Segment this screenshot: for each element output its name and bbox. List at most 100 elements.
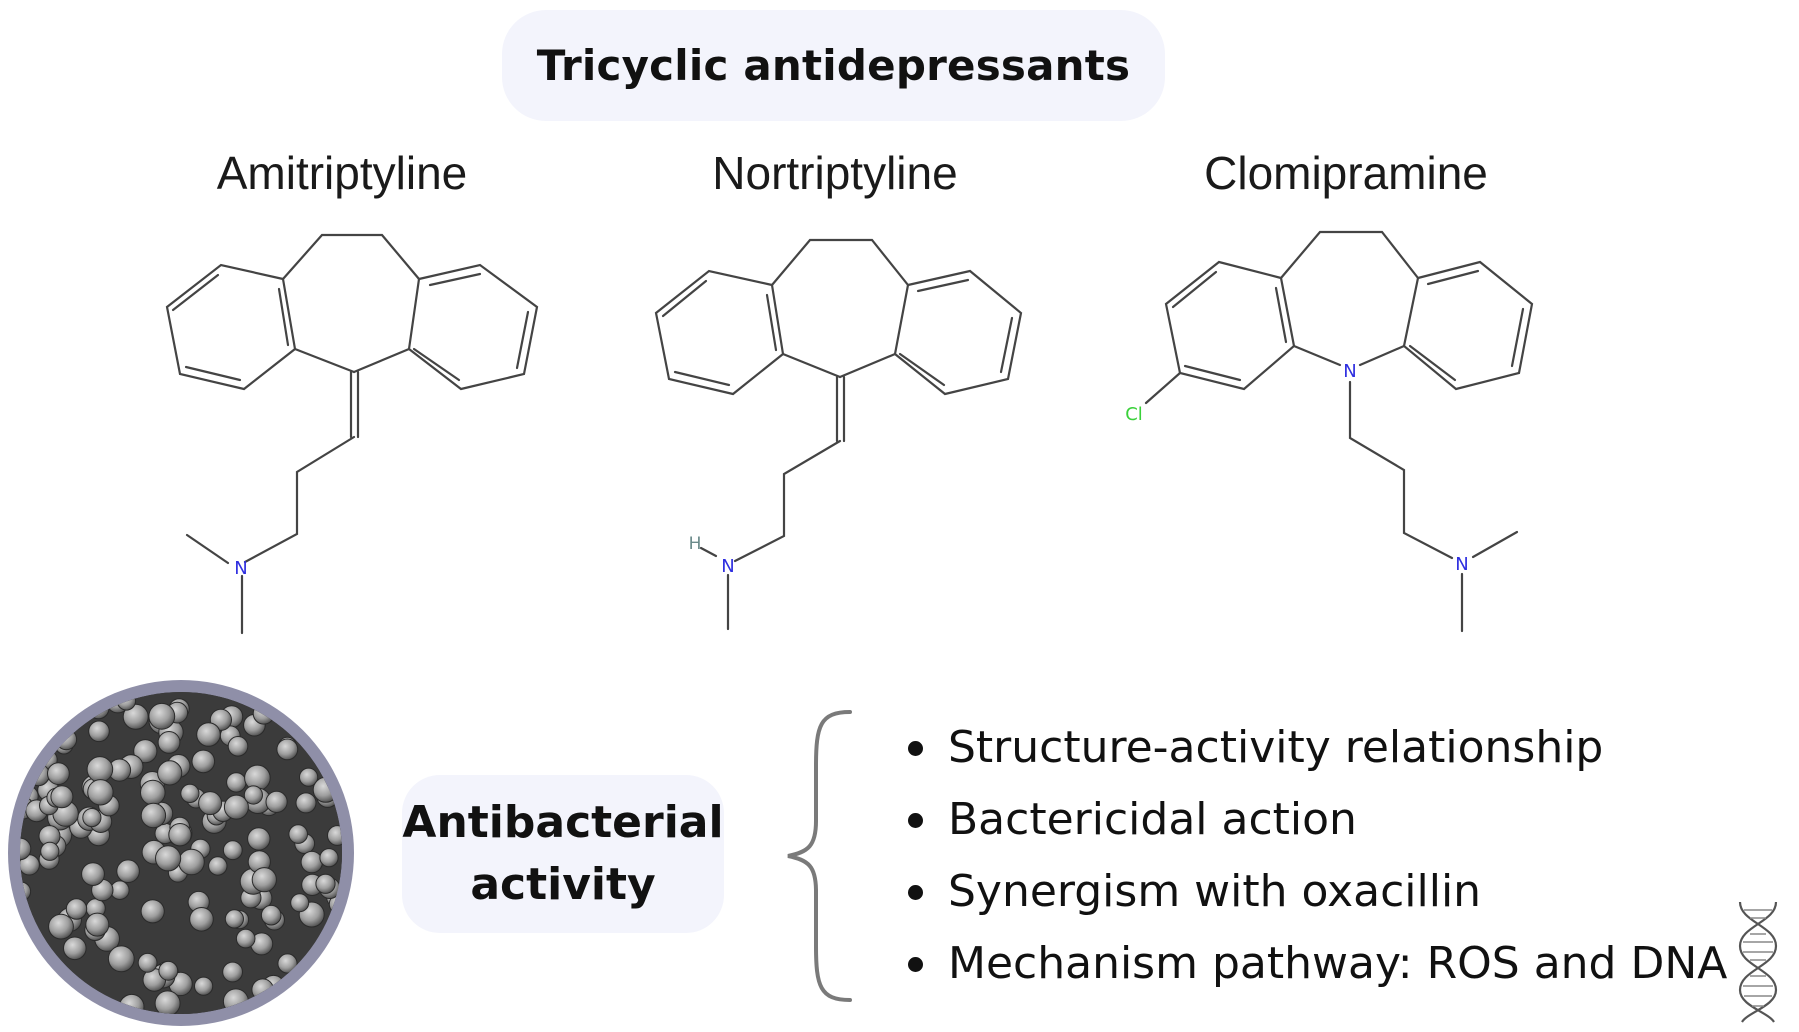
list-item-text: Bactericidal action [948,794,1357,845]
bacterium-cell [59,976,84,1001]
list-item: Mechanism pathway: ROS and DNA [902,928,1727,1000]
bacterium-cell [260,904,282,926]
molecule-name-nortriptyline: Nortriptyline [712,147,958,199]
bacterium-cell [81,862,105,887]
bacterium-cell [198,791,223,816]
bacterium-cell [315,692,337,704]
bacterium-cell [290,893,310,913]
activity-label-line2: activity [470,859,656,910]
bacterium-cell [243,785,263,805]
bacterium-cell [140,779,166,806]
bullet-icon [908,885,923,900]
bacterium-cell [33,963,58,987]
bullet-icon [908,957,923,972]
bacterium-cell [20,933,37,957]
bacterium-cell [140,899,165,924]
bacteria-cells [20,692,342,1014]
bacterium-cell [86,756,114,783]
bacterium-cell [315,873,336,894]
bacterium-cell [222,988,249,1014]
bacterium-cell [180,783,200,804]
list-item: Synergism with oxacillin [902,856,1727,928]
bacterium-cell [154,990,181,1014]
bacterium-cell [22,981,50,1008]
atom-n-nortriptyline: N [721,556,734,577]
bacterium-cell [295,792,317,814]
bacterium-cell [208,856,228,876]
activity-pill: Antibacterial activity [402,775,724,933]
bacterium-cell [35,979,57,1001]
bacteria-micrograph-image [20,692,342,1014]
bacterium-cell [107,945,135,973]
bacterium-cell [140,802,167,829]
bacterium-cell [252,702,275,725]
bacterium-cell [321,969,342,991]
bacterium-cell [327,825,342,846]
bacterium-cell [294,986,317,1009]
bacterium-cell [265,790,288,814]
bacterium-cell [178,848,205,876]
bacterium-cell [222,961,244,983]
bacterium-cell [318,977,342,1004]
bacterium-cell [26,763,50,787]
bacterium-cell [226,772,247,793]
bacterium-cell [155,845,182,872]
bacterium-cell [235,928,256,949]
activity-label-line1: Antibacterial [402,797,724,848]
molecule-name-amitriptyline: Amitriptyline [216,147,468,199]
bacterium-cell [82,808,102,828]
bacterium-cell [55,728,78,751]
atom-cl-clomipramine: Cl [1125,404,1143,425]
bacterium-cell [63,936,87,961]
bacterium-cell [20,995,34,1014]
bacterium-cell [50,692,76,709]
bacterium-cell [65,898,88,920]
bacterium-cell [300,850,323,874]
bacterium-cell [50,785,74,809]
list-item: Bactericidal action [902,784,1727,856]
bacterium-cell [122,703,149,730]
bacterium-cell [40,841,60,861]
bacterium-cell [168,823,192,847]
curly-brace-icon [787,710,852,1002]
structure-amitriptyline [165,233,539,635]
title-pill: Tricyclic antidepressants [502,10,1165,121]
bacterium-cell [312,776,339,803]
bacterium-cell [189,907,214,932]
bacterium-cell [137,952,158,973]
bacterium-cell [191,749,216,774]
list-item-text: Synergism with oxacillin [948,866,1482,917]
bacterium-cell [116,692,137,711]
list-item-text: Structure-activity relationship [948,722,1604,773]
list-item: Structure-activity relationship [902,712,1727,784]
molecule-structures: N H N Cl N N [165,230,1534,635]
bacterium-cell [288,824,309,844]
bacterium-cell [88,720,110,743]
bacterium-cell [157,731,181,754]
bacterium-cell [148,702,176,730]
bacterium-cell [298,714,321,737]
bacterium-cell [251,867,277,893]
dna-helix-icon [1738,901,1778,1023]
bacterium-cell [276,738,299,761]
bacterium-cell [194,976,214,996]
bacterium-cell [317,936,342,963]
bacterium-cell [48,913,74,940]
bacterium-cell [313,939,336,962]
page-title: Tricyclic antidepressants [536,41,1131,90]
bacterium-cell [36,703,57,725]
structure-nortriptyline [654,238,1023,631]
molecule-name-clomipramine: Clomipramine [1204,147,1488,199]
bacterium-cell [85,912,110,937]
atom-h-nortriptyline: H [689,534,702,554]
bacterium-cell [247,827,271,851]
bacteria-micrograph-icon [8,680,354,1026]
bacterium-cell [46,969,71,994]
bacterium-cell [118,993,145,1014]
list-item-text: Mechanism pathway: ROS and DNA [948,938,1728,989]
bacterium-cell [331,692,342,707]
bacterium-cell [20,924,34,947]
bacterium-cell [251,978,274,1002]
findings-list: Structure-activity relationship Bacteric… [902,712,1727,1000]
bacterium-cell [47,762,70,785]
